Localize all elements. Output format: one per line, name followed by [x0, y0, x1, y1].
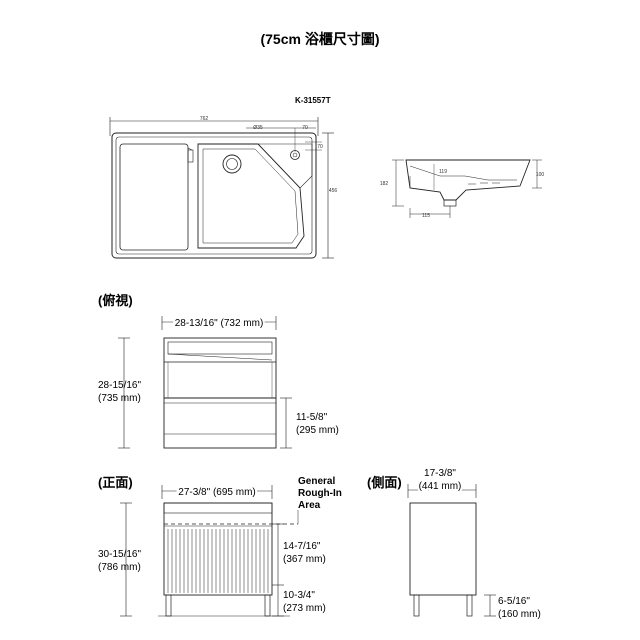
fluted-door-panel — [167, 529, 269, 593]
model-number: K-31557T — [295, 96, 331, 105]
cabinet-top-view — [118, 316, 292, 449]
rough-in-label-1: General — [298, 476, 335, 487]
rough-in-label-2: Rough-In — [298, 488, 342, 499]
rim-height-label: 100 — [536, 172, 545, 178]
leg-height-dimension-2: (160 mm) — [498, 609, 541, 620]
side-view-label: (側面) — [367, 475, 402, 490]
basin-side-view — [392, 159, 542, 218]
side-depth-dimension-2: (441 mm) — [419, 481, 462, 492]
sheet-title: (75cm 浴櫃尺寸圖) — [260, 31, 379, 47]
drawer-dimension-2: (295 mm) — [296, 425, 339, 436]
top-view-label: (俯視) — [98, 293, 133, 308]
top-width-dimension: 28-13/16" (732 mm) — [175, 318, 264, 329]
front-height-dimension-2: (786 mm) — [98, 562, 141, 573]
side-depth-dimension-1: 17-3/8" — [424, 468, 456, 479]
front-view-label: (正面) — [98, 475, 133, 490]
rough-in-height-1: 14-7/16" — [283, 541, 321, 552]
faucet-offset-y-label: 70 — [317, 144, 323, 150]
front-height-dimension-1: 30-15/16" — [98, 549, 141, 560]
basin-depth-label: 456 — [329, 188, 338, 194]
bowl-depth-label: 119 — [439, 169, 447, 175]
drain-offset-label: 115 — [422, 213, 430, 219]
basin-width-label: 762 — [200, 116, 209, 122]
faucet-hole-label: Ø35 — [253, 125, 263, 131]
top-depth-dimension-2: (735 mm) — [98, 393, 141, 404]
floor-gap-dimension-1: 10-3/4" — [283, 590, 315, 601]
leg-height-dimension-1: 6-5/16" — [498, 596, 530, 607]
floor-gap-dimension-2: (273 mm) — [283, 603, 326, 614]
faucet-offset-x-label: 70 — [302, 125, 308, 131]
rough-in-label-3: Area — [298, 500, 321, 511]
front-width-dimension: 27-3/8" (695 mm) — [178, 487, 255, 498]
cabinet-front-view — [120, 485, 299, 617]
cabinet-side-view — [407, 484, 496, 617]
basin-height-label: 182 — [380, 181, 389, 187]
rough-in-height-2: (367 mm) — [283, 554, 326, 565]
drawer-dimension-1: 11-5/8" — [296, 412, 328, 423]
basin-top-view — [109, 117, 334, 259]
top-depth-dimension-1: 28-15/16" — [98, 380, 141, 391]
